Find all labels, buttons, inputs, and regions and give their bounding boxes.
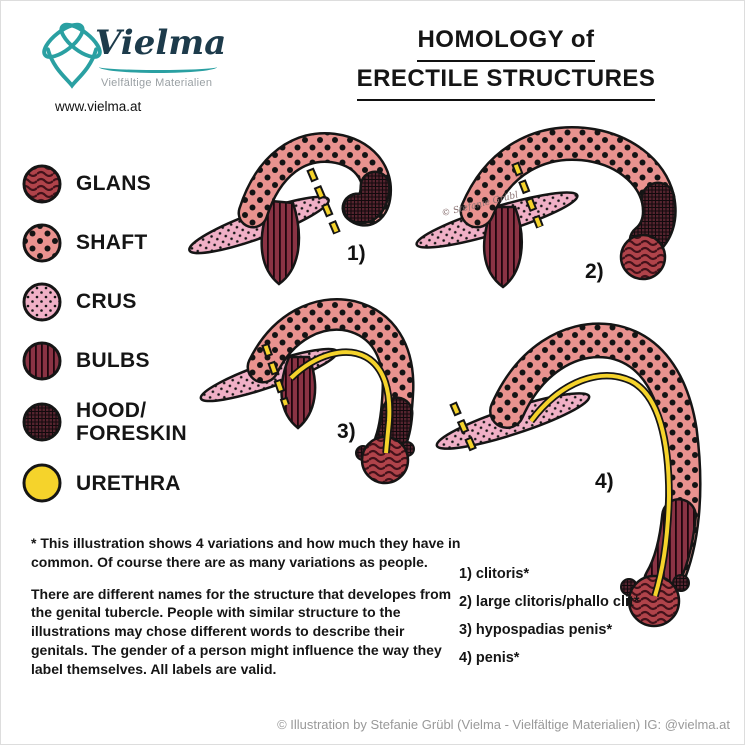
shaft-swatch <box>22 223 62 263</box>
brand-name: Vielma <box>95 23 227 63</box>
figure-number: 2) <box>585 260 604 283</box>
urethra-swatch <box>22 463 62 503</box>
brand-subtitle: Vielfältige Materialien <box>101 77 213 89</box>
figure-2: © Stefanie Grübl 2) <box>415 126 677 289</box>
cut-marker <box>511 161 544 229</box>
urethra-line <box>288 348 394 454</box>
hood-side-right <box>672 574 690 592</box>
legend-label: CRUS <box>76 290 137 314</box>
glans-shape <box>360 435 410 485</box>
crus-swatch <box>22 282 62 322</box>
list-item: 4) penis* <box>459 650 520 666</box>
list-item: 1) clitoris* <box>459 566 530 582</box>
list-item: 2) large clitoris/phallo clit* <box>459 594 640 610</box>
hood-shape <box>342 170 391 225</box>
cut-marker <box>449 401 479 456</box>
figure-number: 1) <box>347 242 366 265</box>
legend-label: URETHRA <box>76 471 181 495</box>
vielma-logo: Vielma Vielfältige Materialien www.vielm… <box>29 11 259 121</box>
hood-shape <box>628 181 677 259</box>
glans-shape <box>619 233 667 281</box>
bulb-shape <box>280 355 317 430</box>
brand-underline-swoosh <box>99 61 217 73</box>
figure-number: 3) <box>337 420 356 443</box>
legend-item-shaft: SHAFT <box>21 222 236 264</box>
urethra-line <box>528 371 673 598</box>
bulb-shape <box>643 498 697 599</box>
legend-label: SHAFT <box>76 231 148 255</box>
hood-side-right <box>399 441 415 457</box>
crus-shape <box>415 191 579 249</box>
note-paragraph-1: * This illustration shows 4 variations a… <box>31 535 461 570</box>
hood-shape <box>373 396 414 460</box>
glans-swatch <box>22 164 62 204</box>
cut-marker <box>306 167 341 235</box>
legend-label: GLANS <box>76 172 151 196</box>
list-item: 3) hypospadias penis* <box>459 622 613 638</box>
hood-swatch <box>22 402 62 442</box>
shaft-shape <box>489 322 702 596</box>
hood-side-left <box>355 445 371 461</box>
pattern-legend: GLANS SHAFT CRUS BULBS HOOD/ FORESKIN UR… <box>21 163 236 521</box>
cut-marker <box>261 342 290 407</box>
legend-label: HOOD/ FORESKIN <box>76 399 187 446</box>
page-title: HOMOLOGY of ERECTILE STRUCTURES <box>321 23 691 101</box>
explanatory-notes: * This illustration shows 4 variations a… <box>31 534 461 691</box>
legend-item-glans: GLANS <box>21 163 236 205</box>
title-line-2: ERECTILE STRUCTURES <box>356 62 656 101</box>
vielma-logo-icon <box>42 22 102 89</box>
bulb-shape <box>482 205 523 289</box>
artist-watermark: © Stefanie Grübl <box>441 190 520 219</box>
credit-line: © Illustration by Stefanie Grübl (Vielma… <box>277 717 730 732</box>
brand-url: www.vielma.at <box>55 99 142 114</box>
shaft-shape <box>246 298 415 459</box>
crus-shape <box>435 392 591 450</box>
bulbs-swatch <box>22 341 62 381</box>
legend-label: BULBS <box>76 349 150 373</box>
note-paragraph-2: There are different names for the struct… <box>31 585 452 677</box>
shaft-shape <box>459 126 676 229</box>
legend-item-urethra: URETHRA <box>21 462 236 504</box>
bulb-shape <box>260 199 301 286</box>
shaft-shape <box>237 132 393 229</box>
legend-item-bulbs: BULBS <box>21 340 236 382</box>
title-line-1: HOMOLOGY of <box>417 23 595 62</box>
legend-item-hood-foreskin: HOOD/ FORESKIN <box>21 399 236 445</box>
figure-number: 4) <box>595 470 614 493</box>
legend-item-crus: CRUS <box>21 281 236 323</box>
figure-labels-list: 1) clitoris* 2) large clitoris/phallo cl… <box>459 566 640 678</box>
